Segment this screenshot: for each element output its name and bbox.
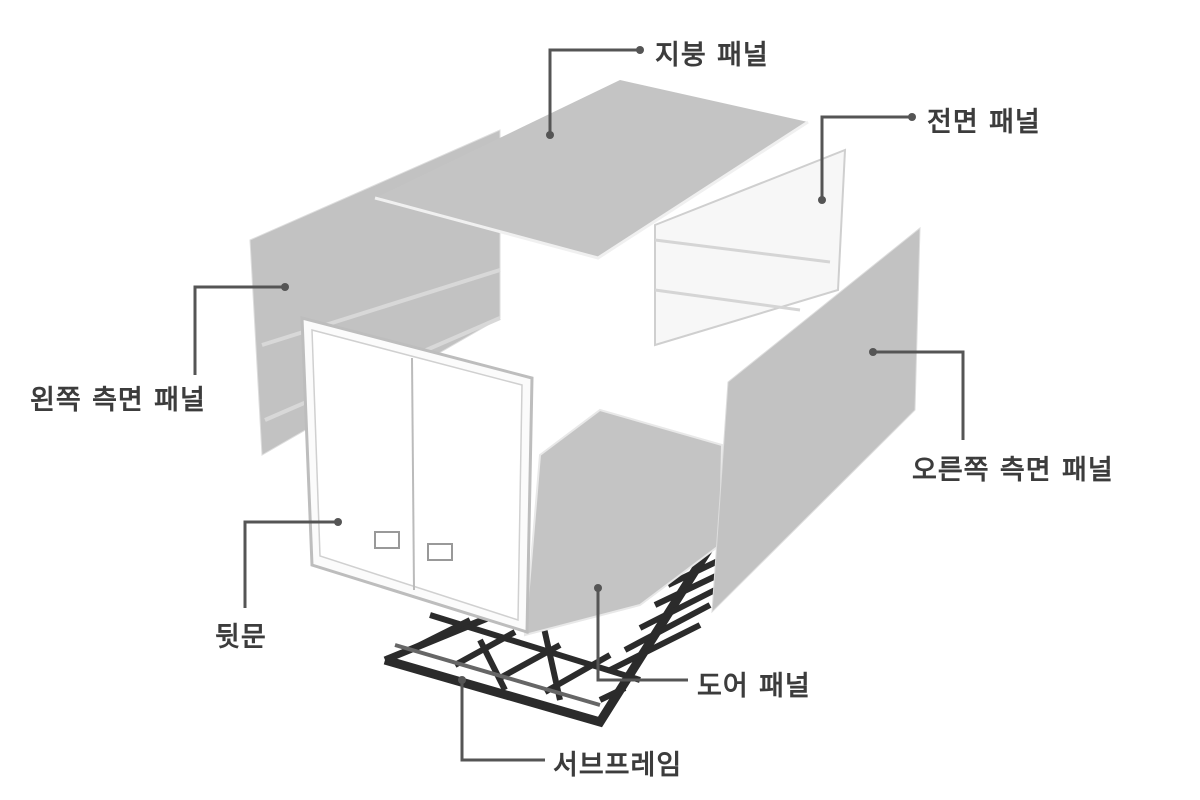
label-left-side-panel: 왼쪽 측면 패널: [30, 385, 206, 416]
label-rear-door: 뒷문: [215, 622, 267, 653]
leader-lines: [193, 48, 965, 762]
roof-panel: [375, 80, 808, 258]
label-right-side-panel: 오른쪽 측면 패널: [912, 455, 1114, 486]
subframe: [383, 525, 726, 728]
right-side-panel: [711, 226, 921, 614]
label-door-panel: 도어 패널: [697, 671, 811, 702]
label-roof-panel: 지붕 패널: [655, 40, 769, 71]
leader-dots: [281, 46, 916, 684]
label-subframe: 서브프레임: [553, 750, 683, 781]
label-front-panel: 전면 패널: [927, 107, 1041, 138]
rear-door: [300, 316, 534, 635]
